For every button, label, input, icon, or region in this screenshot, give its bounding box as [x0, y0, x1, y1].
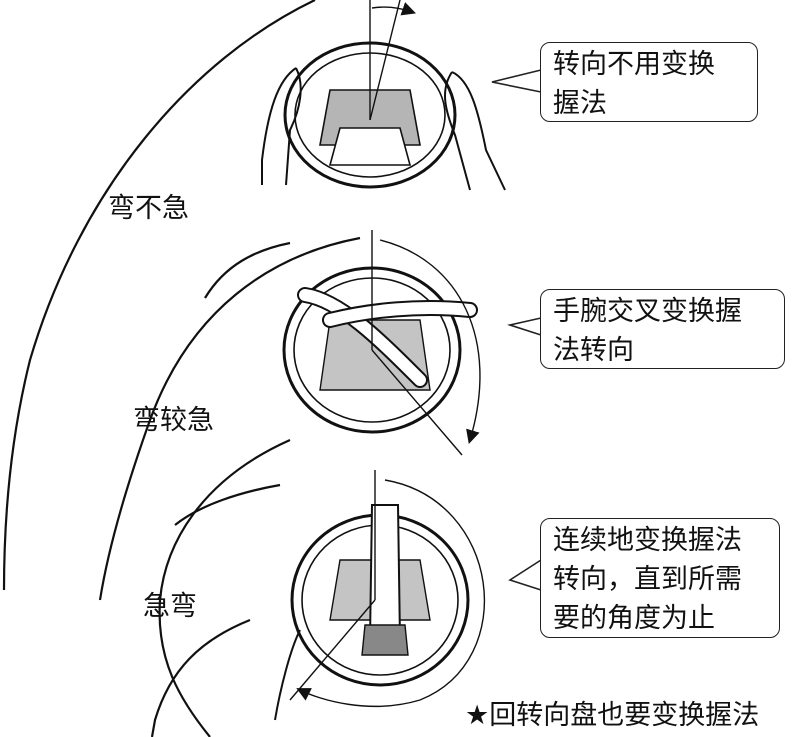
callout-bottom-line1: 连续地变换握法 — [553, 521, 767, 560]
footnote: ★回转向盘也要变换握法 — [465, 693, 759, 732]
callout-bottom-line2: 转向，直到所需 — [553, 560, 767, 599]
callout-middle: 手腕交叉变换握 法转向 — [540, 289, 785, 369]
callout-top: 转向不用变换 握法 — [540, 42, 758, 122]
callout-pointers — [492, 70, 541, 590]
curve-label-mild: 弯不急 — [108, 186, 189, 225]
callout-bottom: 连续地变换握法 转向，直到所需 要的角度为止 — [540, 518, 780, 638]
steering-wheel-top — [262, 0, 505, 190]
curve-label-sharp: 急弯 — [143, 584, 197, 623]
steering-wheel-bottom — [275, 470, 484, 720]
right-hand — [445, 72, 505, 190]
callout-middle-line2: 法转向 — [553, 331, 772, 370]
callout-middle-line1: 手腕交叉变换握 — [553, 292, 772, 331]
star-icon: ★ — [465, 700, 489, 731]
road-curve-medium-inner — [205, 243, 290, 298]
callout-top-line2: 握法 — [553, 84, 745, 123]
callout-bottom-line3: 要的角度为止 — [553, 599, 767, 638]
callout-top-line1: 转向不用变换 — [553, 45, 745, 84]
curve-label-medium: 弯较急 — [133, 398, 214, 437]
road-curve-innermost — [152, 620, 250, 737]
steering-wheel-middle — [284, 230, 480, 455]
road-curve-mild — [4, 0, 315, 590]
left-hand-bottom — [275, 630, 300, 720]
footnote-text: 回转向盘也要变换握法 — [489, 700, 759, 731]
